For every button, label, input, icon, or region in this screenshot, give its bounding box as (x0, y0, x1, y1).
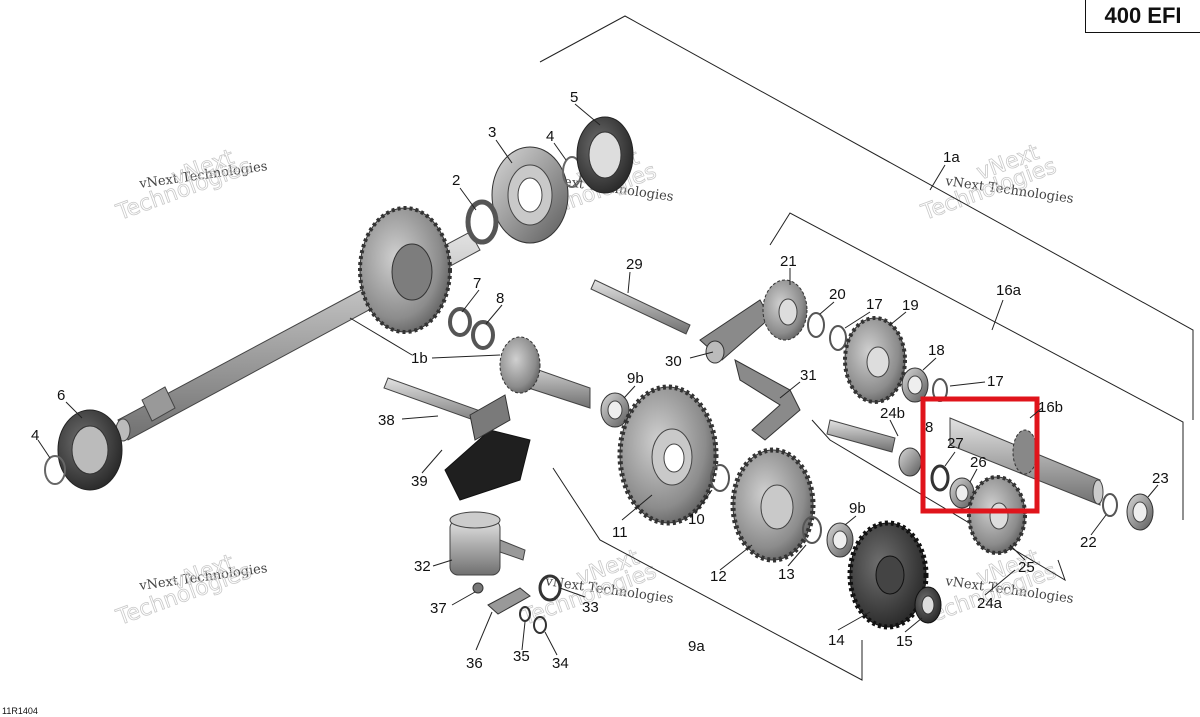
ring-22 (1102, 493, 1118, 517)
callout-27: 27 (947, 435, 964, 452)
callout-16a: 16a (996, 282, 1022, 299)
gear-25 (967, 475, 1027, 555)
callout-19: 19 (902, 297, 919, 314)
washer-8 (471, 320, 495, 350)
ring-27 (930, 464, 950, 492)
shift-rod-29 (590, 279, 691, 335)
highlight-box[interactable] (920, 396, 1040, 514)
callout-9b: 9b (849, 500, 866, 517)
callout-3: 3 (488, 124, 496, 141)
callout-4: 4 (31, 427, 39, 444)
callout-15: 15 (896, 633, 913, 650)
callout-5: 5 (570, 89, 578, 106)
callout-10: 10 (688, 511, 705, 528)
callout-29: 29 (626, 256, 643, 273)
bushing-23 (1126, 493, 1154, 531)
shift-fork-30 (699, 299, 771, 364)
parts (44, 116, 1154, 634)
callouts: 5 3 4 2 1a 29 21 7 8 16a 20 17 19 18 1b … (31, 89, 1169, 672)
leader-lines (37, 103, 1159, 656)
washer-2 (465, 199, 499, 245)
callout-13: 13 (778, 566, 795, 583)
callout-39: 39 (411, 473, 428, 490)
callout-36: 36 (466, 655, 483, 672)
pin-24b (826, 419, 896, 453)
callout-33: 33 (582, 599, 599, 616)
callout-24b: 24b (880, 405, 905, 422)
ring-4-left (44, 455, 66, 485)
ring-17-top (829, 325, 847, 351)
bearing-6 (57, 409, 123, 491)
shift-fork-31 (734, 359, 801, 441)
figure-code: 11R1404 (2, 706, 38, 716)
bearing-3 (491, 146, 569, 244)
callout-9a: 9a (688, 638, 705, 655)
pinion-shaft (499, 336, 591, 409)
gear-19 (843, 316, 907, 404)
callout-38: 38 (378, 412, 395, 429)
callout-21: 21 (780, 253, 797, 270)
callout-9b: 9b (627, 370, 644, 387)
countershaft-16b (949, 417, 1104, 506)
bearing-9b-bottom (826, 522, 854, 558)
callout-35: 35 (513, 648, 530, 665)
callout-18: 18 (928, 342, 945, 359)
lever-39 (444, 394, 531, 501)
model-label: 400 EFI (1085, 0, 1200, 33)
ring-13 (802, 516, 822, 544)
watermark-group: vNext Technologies vNext Technologies vN… (112, 140, 1074, 632)
bracket-16a (769, 212, 1184, 520)
callout-1a: 1a (943, 149, 960, 166)
bearing-18 (901, 367, 929, 403)
gear-12 (730, 447, 816, 563)
callout-25: 25 (1018, 559, 1035, 576)
callout-8: 8 (496, 290, 504, 307)
bearing-8-right (898, 447, 922, 477)
callout-32: 32 (414, 558, 431, 575)
callout-14: 14 (828, 632, 845, 649)
ring-20 (807, 312, 825, 338)
callout-30: 30 (665, 353, 682, 370)
callout-37: 37 (430, 600, 447, 617)
callout-7: 7 (473, 275, 481, 292)
callout-34: 34 (552, 655, 569, 672)
callout-12: 12 (710, 568, 727, 585)
callout-17: 17 (987, 373, 1004, 390)
ring-10 (710, 464, 730, 492)
callout-1b: 1b (411, 350, 428, 367)
callout-8: 8 (925, 419, 933, 436)
gear-14 (847, 520, 929, 630)
callout-17: 17 (866, 296, 883, 313)
callout-6: 6 (57, 387, 65, 404)
callout-22: 22 (1080, 534, 1097, 551)
seal-15 (914, 586, 942, 624)
dog-21 (762, 279, 808, 341)
seal-5 (576, 116, 634, 194)
callout-16b: 16b (1038, 399, 1063, 416)
drum-32 (449, 511, 526, 576)
callout-11: 11 (612, 524, 628, 541)
bracket-9a (552, 467, 863, 681)
bracket-1a (539, 15, 1194, 420)
callout-20: 20 (829, 286, 846, 303)
callout-24a: 24a (977, 595, 1003, 612)
callout-31: 31 (800, 367, 817, 384)
callout-2: 2 (452, 172, 460, 189)
bevel-gear (358, 206, 452, 334)
callout-23: 23 (1152, 470, 1169, 487)
bearing-26 (949, 477, 975, 509)
washer-7 (448, 307, 472, 337)
bearing-9b-top (600, 392, 630, 428)
gear-11 (617, 384, 719, 526)
callout-4: 4 (546, 128, 554, 145)
callout-26: 26 (970, 454, 987, 471)
